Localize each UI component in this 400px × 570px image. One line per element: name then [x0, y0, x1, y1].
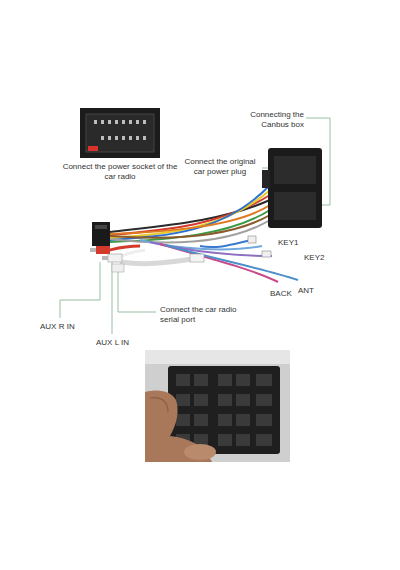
callout-label: Connect the car radio serial port [160, 305, 240, 324]
connector-photo [145, 350, 290, 462]
radio-socket-inset [80, 108, 160, 158]
branch-connectors [190, 236, 271, 262]
leader-lines [60, 118, 330, 334]
pin-name: KEY2 [304, 253, 324, 263]
signal-name: AUX R IN [40, 322, 75, 332]
callout-label: Connect the original car power plug [178, 157, 262, 176]
radio-plug [92, 222, 110, 246]
signal-name: AUX L IN [96, 338, 129, 348]
serial-cable [112, 258, 200, 272]
rca-plugs [90, 246, 145, 262]
power-connector [262, 148, 322, 228]
pin-name: KEY1 [278, 238, 298, 248]
callout-label: Connecting the Canbus box [236, 110, 304, 129]
pin-name: ANT [298, 286, 314, 296]
callout-label: Connect the power socket of the car radi… [62, 162, 178, 181]
pin-name: BACK [270, 289, 292, 299]
